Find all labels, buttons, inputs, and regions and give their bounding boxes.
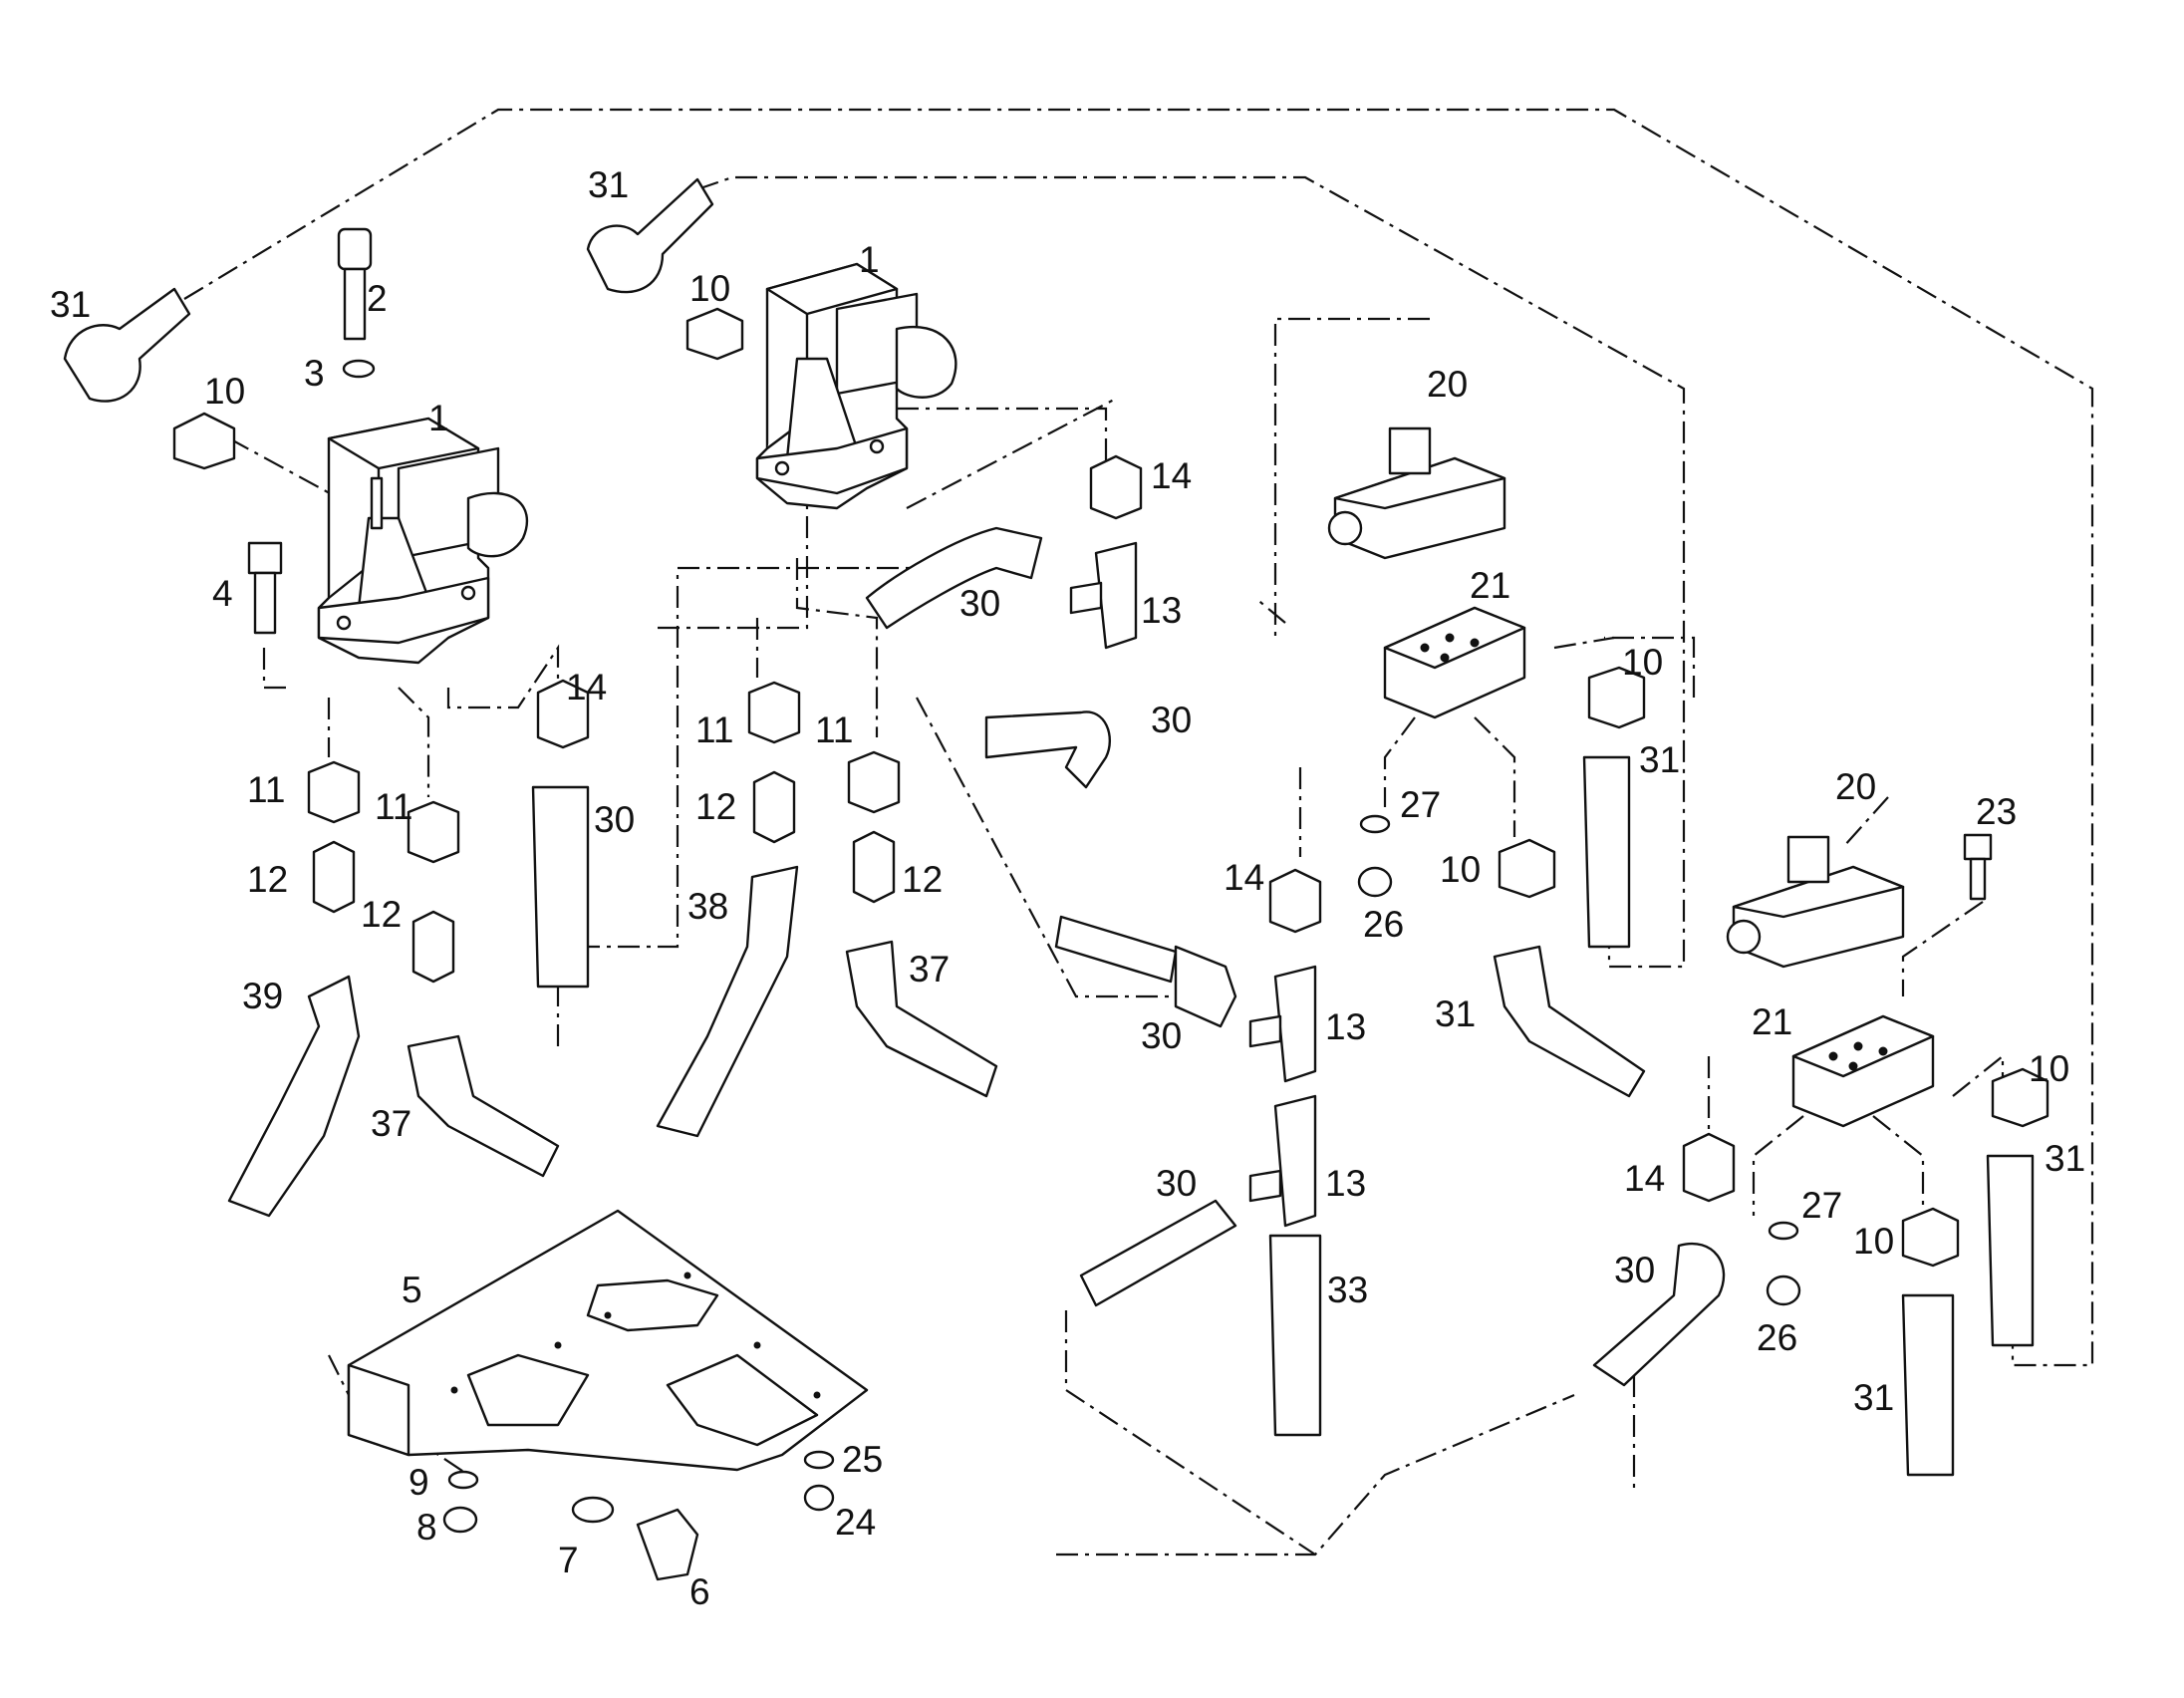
callout-39: 39 — [242, 976, 283, 1016]
callout-27: 27 — [1801, 1185, 1842, 1226]
callout-8: 8 — [416, 1507, 437, 1548]
hoses — [63, 177, 2035, 1477]
mounting-bracket — [347, 1209, 869, 1472]
callout-11: 11 — [375, 786, 412, 827]
callout-31: 31 — [1435, 993, 1476, 1034]
callout-13: 13 — [1325, 1006, 1366, 1047]
callout-25: 25 — [842, 1439, 883, 1480]
callout-3: 3 — [304, 353, 325, 394]
callout-10: 10 — [1440, 849, 1481, 890]
fittings — [172, 227, 2049, 1581]
callout-33: 33 — [1327, 1270, 1368, 1310]
callout-12: 12 — [902, 859, 943, 900]
callout-10: 10 — [2029, 1048, 2069, 1089]
valve-body-center — [755, 262, 957, 510]
callout-5: 5 — [402, 1270, 422, 1310]
callout-12: 12 — [695, 786, 736, 827]
solenoid-coil-lower — [1726, 835, 1905, 969]
callout-20: 20 — [1427, 364, 1468, 405]
callout-31: 31 — [1853, 1377, 1894, 1418]
callout-14: 14 — [1151, 455, 1192, 496]
callout-13: 13 — [1325, 1163, 1366, 1204]
callout-30: 30 — [1151, 700, 1192, 740]
callout-31: 31 — [588, 164, 629, 205]
subplate-lower — [1791, 1014, 1935, 1128]
callout-37: 37 — [371, 1103, 411, 1144]
subplate-upper — [1383, 606, 1526, 719]
callout-27: 27 — [1400, 784, 1441, 825]
callout-30: 30 — [594, 799, 635, 840]
callout-4: 4 — [212, 573, 233, 614]
callout-30: 30 — [1156, 1163, 1197, 1204]
callout-6: 6 — [689, 1571, 710, 1612]
callout-31: 31 — [50, 284, 91, 325]
callout-23: 23 — [1976, 791, 2017, 832]
callout-13: 13 — [1141, 590, 1182, 631]
callout-37: 37 — [909, 949, 950, 990]
callout-21: 21 — [1752, 1001, 1792, 1042]
callout-2: 2 — [367, 278, 388, 319]
callout-11: 11 — [695, 709, 733, 750]
callout-14: 14 — [1224, 857, 1264, 898]
callout-12: 12 — [361, 894, 402, 935]
valve-body-left — [317, 417, 529, 665]
callout-1: 1 — [428, 398, 449, 438]
callout-14: 14 — [1624, 1158, 1665, 1199]
callout-20: 20 — [1835, 766, 1876, 807]
callout-21: 21 — [1470, 565, 1510, 606]
callout-11: 11 — [815, 709, 853, 750]
callout-30: 30 — [1141, 1015, 1182, 1056]
callout-1: 1 — [859, 239, 880, 280]
callout-30: 30 — [1614, 1250, 1655, 1290]
callout-10: 10 — [689, 268, 730, 309]
callout-10: 10 — [1853, 1221, 1894, 1262]
callout-31: 31 — [1639, 739, 1680, 780]
callout-26: 26 — [1757, 1317, 1797, 1358]
callout-9: 9 — [409, 1462, 429, 1503]
callout-31: 31 — [2045, 1138, 2085, 1179]
callout-26: 26 — [1363, 904, 1404, 945]
solenoid-coil-upper — [1327, 426, 1506, 560]
callout-10: 10 — [204, 371, 245, 412]
callout-14: 14 — [566, 667, 607, 708]
callout-38: 38 — [687, 886, 728, 927]
callout-11: 11 — [247, 769, 285, 810]
callout-24: 24 — [835, 1502, 876, 1543]
callout-12: 12 — [247, 859, 288, 900]
callout-30: 30 — [959, 583, 1000, 624]
callout-labels: 31 2 3 10 1 4 14 11 11 12 12 30 39 37 31… — [50, 164, 2085, 1612]
callout-7: 7 — [558, 1540, 579, 1580]
callout-10: 10 — [1622, 642, 1663, 683]
